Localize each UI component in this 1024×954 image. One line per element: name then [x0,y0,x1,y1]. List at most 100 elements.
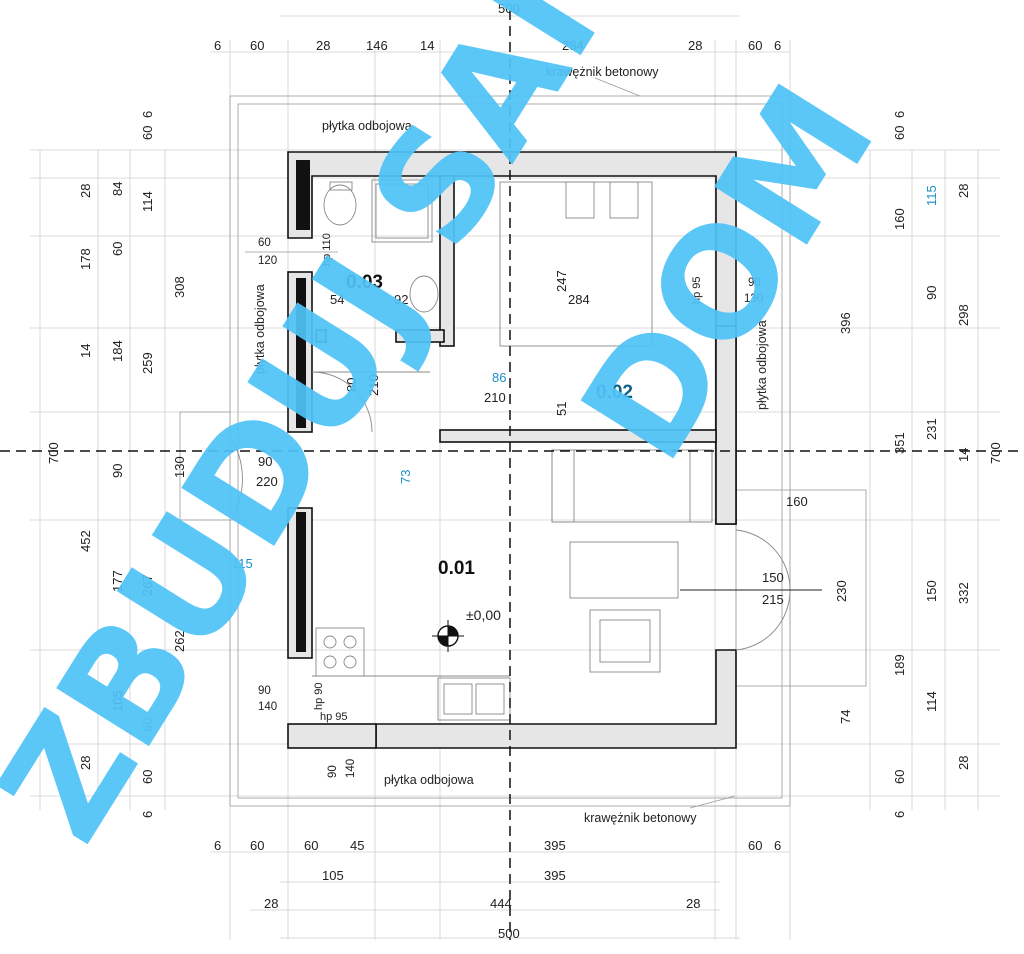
svg-text:259: 259 [140,352,155,374]
svg-text:28: 28 [78,184,93,198]
dim-top-row: 6 60 28 146 14 284 28 60 6 [214,38,781,53]
svg-text:28: 28 [688,38,702,53]
svg-text:90: 90 [258,685,271,697]
svg-text:220: 220 [256,474,278,489]
external-walls [287,151,737,749]
watermark-line2: DOM [549,57,909,490]
svg-text:6: 6 [774,838,781,853]
level-mark: ±0,00 [466,607,501,623]
room-label-003: 0.03 [346,272,383,293]
dim-left-total: 700 [46,442,61,464]
internal-walls [315,175,717,443]
svg-text:215: 215 [762,592,784,607]
dim-bottom-row2: 105 395 [322,868,566,883]
dim-left-col2: 84 60 184 90 177 105 60 [110,182,155,732]
room-label-001: 0.01 [438,558,475,579]
svg-text:6: 6 [892,111,907,118]
svg-text:86: 86 [492,370,506,385]
dim-right-col2: 160 90 231 150 114 [892,208,939,712]
plytka-top-label: płytka odbojowa [322,119,412,133]
svg-text:60: 60 [140,126,155,140]
svg-text:28: 28 [78,756,93,770]
svg-text:60: 60 [140,770,155,784]
svg-text:700: 700 [988,442,1003,464]
svg-text:210: 210 [484,390,506,405]
svg-text:28: 28 [316,38,330,53]
svg-text:60: 60 [110,242,125,256]
svg-text:54: 54 [330,292,344,307]
svg-text:60: 60 [250,38,264,53]
level-marker-icon [432,620,464,652]
dim-left-col1: 6 60 28 178 14 452 28 60 6 [78,111,155,818]
svg-text:267: 267 [140,574,155,596]
svg-text:160: 160 [786,494,808,509]
plytka-bottom-label: płytka odbojowa [384,773,474,787]
furniture [231,179,822,721]
svg-text:178: 178 [78,248,93,270]
svg-text:90: 90 [924,286,939,300]
plytka-left-label: płytka odbojowa [253,284,267,374]
dim-right-col1: 6 60 28 115 298 14 332 28 6 60 [892,111,971,818]
svg-text:hp 95: hp 95 [320,711,348,723]
svg-text:114: 114 [140,191,155,212]
plytka-right-label: płytka odbojowa [755,320,769,410]
svg-text:105: 105 [110,690,125,712]
svg-text:177: 177 [110,570,125,592]
svg-text:60: 60 [748,38,762,53]
svg-text:332: 332 [956,582,971,604]
svg-text:73: 73 [398,470,413,484]
svg-text:6: 6 [774,38,781,53]
svg-text:80: 80 [344,378,359,392]
svg-text:hp 110: hp 110 [321,233,333,266]
room-label-002: 0.02 [596,382,633,403]
dim-right-total: 700 [988,442,1003,464]
dim-left-col3: 114 308 259 130 267 262 [140,191,187,652]
svg-text:150: 150 [924,580,939,602]
svg-text:160: 160 [892,208,907,230]
svg-text:150: 150 [762,570,784,585]
svg-text:6: 6 [140,811,155,818]
svg-text:28: 28 [264,896,278,911]
svg-text:308: 308 [172,276,187,298]
svg-text:115: 115 [924,185,939,206]
svg-text:140: 140 [258,701,277,713]
dim-bottom-total: 500 [498,926,520,941]
svg-text:115: 115 [232,556,253,571]
svg-text:210: 210 [366,374,381,396]
svg-text:6: 6 [892,811,907,818]
svg-text:90: 90 [110,464,125,478]
svg-text:60: 60 [250,838,264,853]
svg-text:189: 189 [892,654,907,676]
svg-text:28: 28 [956,756,971,770]
svg-text:51: 51 [554,402,569,416]
svg-text:6: 6 [140,111,155,118]
svg-text:90: 90 [748,277,761,289]
dimension-grid [30,15,1000,940]
svg-text:120: 120 [258,255,277,267]
svg-text:351: 351 [892,432,907,454]
svg-text:395: 395 [544,868,566,883]
svg-text:14: 14 [956,448,971,462]
svg-text:700: 700 [46,442,61,464]
svg-text:28: 28 [956,184,971,198]
svg-text:444: 444 [490,896,512,911]
svg-text:6: 6 [214,38,221,53]
svg-text:247: 247 [554,270,569,292]
svg-text:60: 60 [892,770,907,784]
svg-text:60: 60 [258,237,271,249]
svg-text:130: 130 [744,293,763,305]
svg-text:284: 284 [562,38,584,53]
svg-text:92: 92 [394,292,408,307]
svg-text:28: 28 [686,896,700,911]
svg-text:452: 452 [78,530,93,552]
svg-text:298: 298 [956,304,971,326]
opening-dims: 60 120 hp 110 54 92 80 210 86 210 51 247… [232,233,849,778]
dim-bottom-row3: 28 444 28 [264,896,700,911]
svg-text:60: 60 [140,718,155,732]
svg-text:262: 262 [172,630,187,652]
dim-top-total: 500 [498,1,520,16]
svg-text:146: 146 [366,38,388,53]
svg-text:130: 130 [172,456,187,478]
svg-text:90: 90 [327,765,339,778]
